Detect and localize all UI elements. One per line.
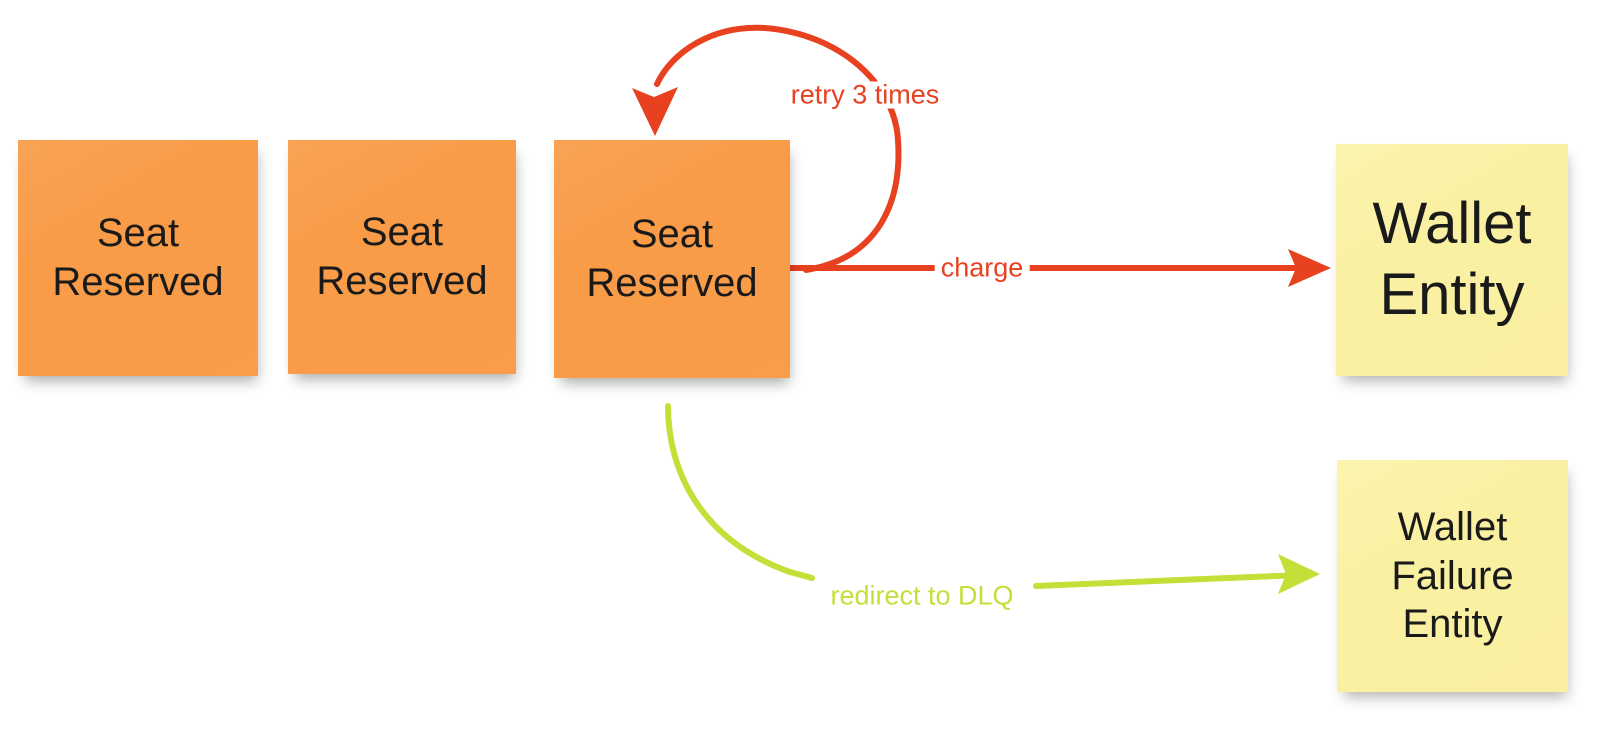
node-seat-reserved-3[interactable]: Seat Reserved (554, 140, 790, 378)
edge-retry (632, 24, 902, 273)
node-wallet-entity[interactable]: Wallet Entity (1336, 144, 1568, 376)
node-label: Seat Reserved (316, 210, 488, 303)
dlq-curve-line (665, 403, 815, 581)
node-label: Seat Reserved (52, 211, 224, 304)
node-label: Wallet Failure Entity (1391, 504, 1514, 647)
edge-dlq (665, 403, 1320, 594)
edge-label-retry: retry 3 times (784, 79, 946, 110)
node-seat-reserved-2[interactable]: Seat Reserved (288, 140, 516, 374)
charge-arrowhead-icon (1288, 249, 1331, 287)
edge-label-text: charge (940, 252, 1024, 283)
edge-label-charge: charge (934, 252, 1030, 283)
dlq-arrowhead-icon (1278, 554, 1320, 594)
edge-charge (786, 249, 1331, 287)
node-label: Wallet Entity (1372, 191, 1532, 327)
edge-label-text: redirect to DLQ (830, 580, 1014, 611)
node-seat-reserved-1[interactable]: Seat Reserved (18, 140, 258, 376)
retry-arrowhead-icon (632, 87, 678, 136)
edge-label-text: retry 3 times (790, 79, 940, 110)
retry-loop-line (654, 24, 902, 273)
dlq-straight-line (1033, 572, 1303, 589)
node-wallet-failure-entity[interactable]: Wallet Failure Entity (1337, 460, 1568, 692)
node-label: Seat Reserved (586, 212, 758, 305)
edge-label-dlq: redirect to DLQ (824, 580, 1020, 611)
